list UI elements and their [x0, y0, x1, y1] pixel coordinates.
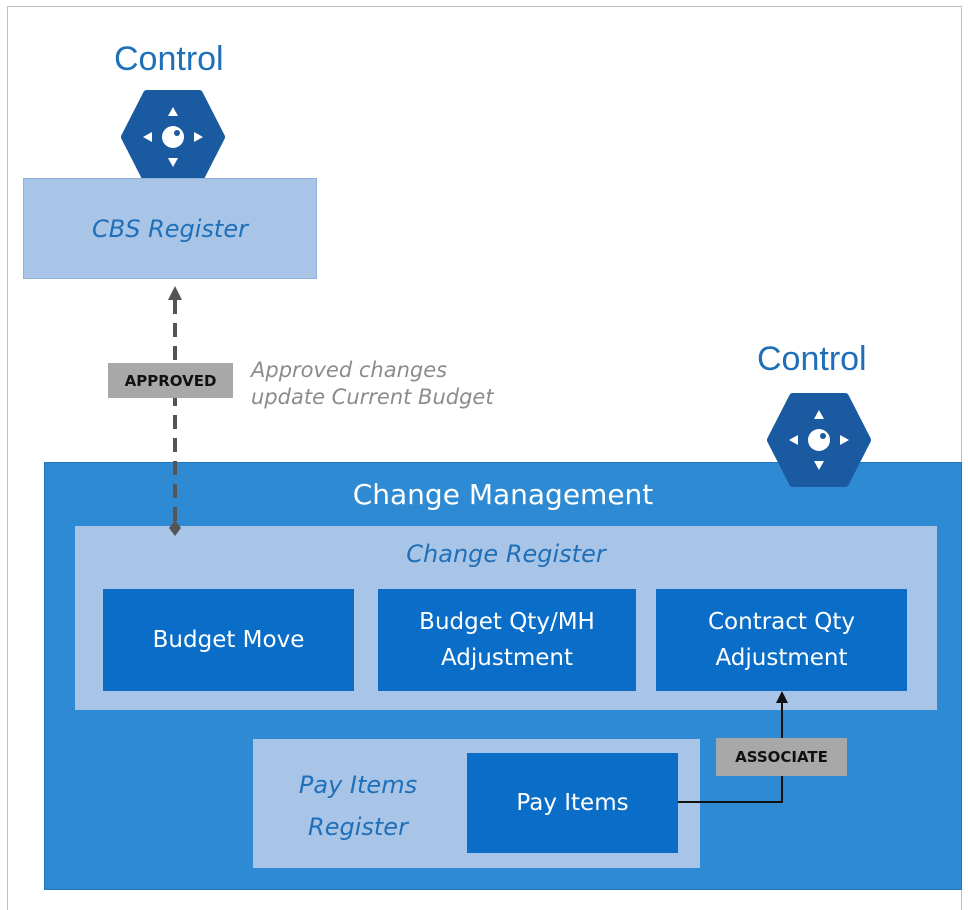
budget-qty-label-line2: Adjustment: [440, 645, 574, 671]
pay-items-label: Pay Items: [516, 790, 629, 816]
right-control-label: Control: [757, 340, 867, 378]
contract-qty-adjustment-box: Contract Qty Adjustment: [656, 589, 907, 691]
pay-items-register-label: Pay Items Register: [266, 764, 450, 848]
cbs-register-box: CBS Register: [23, 178, 317, 279]
figure-frame: [7, 6, 962, 910]
budget-move-box: Budget Move: [103, 589, 354, 691]
budget-move-label: Budget Move: [152, 627, 305, 653]
change-register-title: Change Register: [406, 540, 606, 568]
approved-note-line1: Approved changes: [251, 358, 448, 382]
approved-arrowhead: [168, 286, 182, 300]
budget-qty-label-line1: Budget Qty/MH: [419, 609, 595, 635]
associate-tag: ASSOCIATE: [716, 738, 847, 776]
pay-items-register-line2: Register: [308, 813, 408, 841]
approved-note-line2: update Current Budget: [251, 385, 494, 409]
pay-items-box: Pay Items: [467, 753, 678, 853]
control-hex-icon: [767, 393, 871, 487]
associate-arrowhead: [776, 691, 788, 703]
top-control-label: Control: [114, 40, 224, 78]
approved-note: Approved changes update Current Budget: [251, 357, 494, 411]
associate-connector: [678, 700, 783, 803]
budget-qty-adjustment-box: Budget Qty/MH Adjustment: [378, 589, 636, 691]
approved-diamond-endpoint: [169, 520, 181, 536]
contract-qty-label-line1: Contract Qty: [708, 609, 855, 635]
pay-items-register-line1: Pay Items: [298, 771, 418, 799]
approved-tag: APPROVED: [108, 363, 233, 398]
change-management-title: Change Management: [352, 478, 654, 511]
contract-qty-label-line2: Adjustment: [715, 645, 848, 671]
